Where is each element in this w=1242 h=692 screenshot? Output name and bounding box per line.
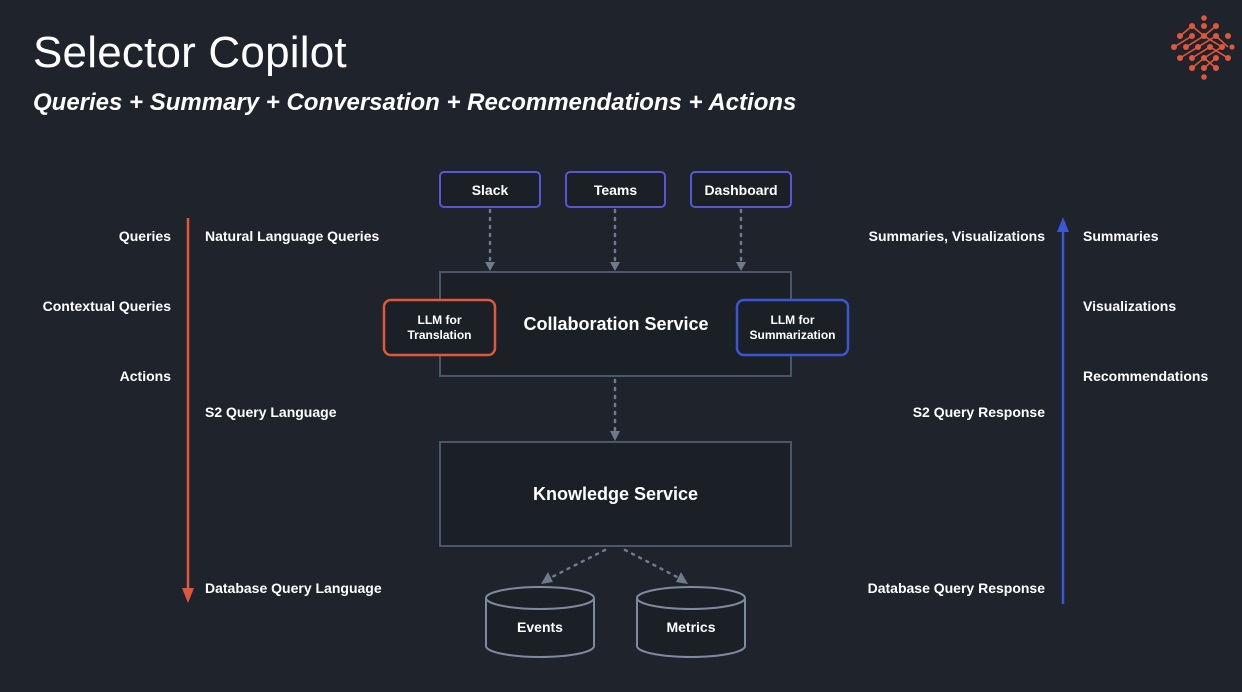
right-outer-label-summaries: Summaries <box>1083 228 1159 244</box>
channel-box-teams <box>565 171 666 208</box>
connector-knowledge-events-arrowhead <box>541 572 553 584</box>
connector-collab-knowledge-arrowhead <box>610 431 620 441</box>
left-outer-label-queries: Queries <box>118 228 171 244</box>
selector-logo-icon <box>1171 15 1235 80</box>
connector-teams-arrowhead <box>610 262 620 271</box>
connector-dashboard-arrowhead <box>736 262 746 271</box>
page-title: Selector Copilot <box>33 28 347 77</box>
right-outer-label-visualizations: Visualizations <box>1083 298 1177 314</box>
right-inner-label-s2-query-response: S2 Query Response <box>912 404 1045 420</box>
llm-summarization-line-2: Summarization <box>749 327 836 342</box>
channel-label-dashboard: Dashboard <box>704 181 778 198</box>
left-outer-label-actions: Actions <box>119 368 171 384</box>
llm-translation-line-2: Translation <box>407 327 472 342</box>
left-inner-label-natural-language: Natural Language Queries <box>205 228 380 244</box>
database-label-events: Events <box>517 619 563 635</box>
llm-translation-line-1: LLM for <box>417 312 462 327</box>
channel-label-teams: Teams <box>593 181 638 198</box>
database-events <box>485 586 595 658</box>
connector-knowledge-metrics <box>623 548 681 580</box>
channel-label-slack: Slack <box>471 181 509 198</box>
collaboration-service-title: Collaboration Service <box>523 313 709 334</box>
left-flow-arrowhead <box>182 588 194 603</box>
right-flow-arrowhead <box>1057 217 1069 232</box>
knowledge-service-box <box>439 441 792 547</box>
left-inner-label-database-query-language: Database Query Language <box>205 580 382 596</box>
llm-summarization-line-1: LLM for <box>770 312 815 327</box>
llm-translation-label: LLM for Translation <box>384 300 495 355</box>
right-inner-label-summaries-visualizations: Summaries, Visualizations <box>868 228 1045 244</box>
channel-box-slack <box>439 171 541 208</box>
collaboration-service-box <box>439 271 792 377</box>
database-metrics <box>636 586 746 658</box>
llm-translation-box <box>382 298 497 357</box>
llm-summarization-label: LLM for Summarization <box>737 300 848 355</box>
knowledge-service-title: Knowledge Service <box>532 483 699 504</box>
right-inner-label-database-query-response: Database Query Response <box>867 580 1045 596</box>
connector-knowledge-metrics-arrowhead <box>676 572 688 584</box>
llm-summarization-box <box>735 298 850 357</box>
connector-slack-arrowhead <box>485 262 495 271</box>
left-inner-label-s2-query-language: S2 Query Language <box>205 404 337 420</box>
right-outer-label-recommendations: Recommendations <box>1083 368 1209 384</box>
connector-knowledge-events <box>548 548 607 580</box>
left-outer-label-contextual-queries: Contextual Queries <box>42 298 171 314</box>
database-label-metrics: Metrics <box>666 619 716 635</box>
channel-box-dashboard <box>690 171 792 208</box>
page-subtitle: Queries + Summary + Conversation + Recom… <box>33 89 797 116</box>
